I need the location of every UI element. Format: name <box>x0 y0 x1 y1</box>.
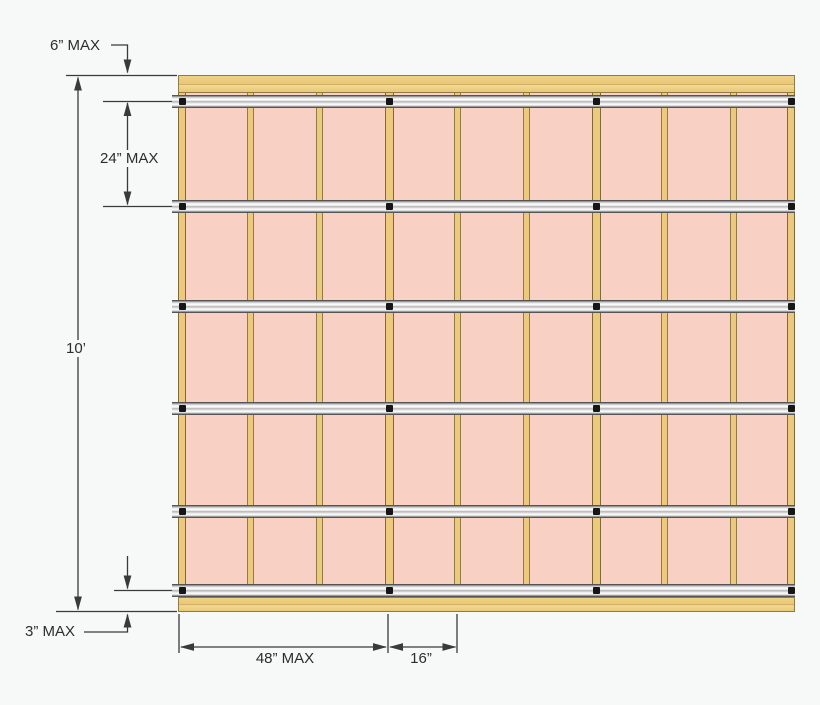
top-plate <box>178 75 795 93</box>
resilient-channel <box>172 300 795 313</box>
resilient-channel <box>172 584 795 597</box>
screw-fastener <box>386 303 393 310</box>
stud <box>316 93 323 597</box>
screw-fastener <box>178 587 186 594</box>
screw-fastener <box>593 508 600 515</box>
screw-fastener <box>593 587 600 594</box>
screw-fastener <box>178 405 186 412</box>
screw-fastener <box>787 303 795 310</box>
stud <box>661 93 668 597</box>
screw-fastener <box>178 303 186 310</box>
screw-fastener <box>386 508 393 515</box>
screw-fastener <box>593 303 600 310</box>
screw-fastener <box>178 98 186 105</box>
screw-fastener <box>787 98 795 105</box>
screw-fastener <box>787 508 795 515</box>
screw-fastener <box>593 203 600 210</box>
resilient-channel <box>172 505 795 518</box>
screw-fastener <box>593 98 600 105</box>
screw-fastener <box>787 587 795 594</box>
screw-fastener <box>386 98 393 105</box>
main-stud <box>787 93 795 597</box>
channel-spacing-label: 24” MAX <box>97 150 162 167</box>
bottom-plate <box>178 597 795 612</box>
stud-spacing-label: 16” <box>410 650 432 667</box>
stud <box>247 93 254 597</box>
bottom-offset-label: 3” MAX <box>25 623 76 640</box>
resilient-channel <box>172 200 795 213</box>
stud <box>730 93 737 597</box>
stud <box>454 93 461 597</box>
screw-fastener <box>178 508 186 515</box>
screw-fastener <box>787 203 795 210</box>
screw-fastener <box>787 405 795 412</box>
screw-fastener <box>593 405 600 412</box>
wall-panel <box>172 75 795 612</box>
top-offset-leader-line <box>111 44 132 74</box>
bottom-offset-leader-line <box>84 613 132 633</box>
main-stud <box>385 93 394 597</box>
top-offset-label: 6” MAX <box>50 37 101 54</box>
fastener-spacing-label: 48” MAX <box>255 650 315 667</box>
main-stud <box>592 93 601 597</box>
screw-fastener <box>386 587 393 594</box>
wall-height-label: 10’ <box>63 340 90 357</box>
resilient-channel <box>172 95 795 108</box>
screw-fastener <box>386 405 393 412</box>
stud <box>523 93 530 597</box>
main-stud <box>178 93 186 597</box>
resilient-channel <box>172 402 795 415</box>
screw-fastener <box>386 203 393 210</box>
screw-fastener <box>178 203 186 210</box>
